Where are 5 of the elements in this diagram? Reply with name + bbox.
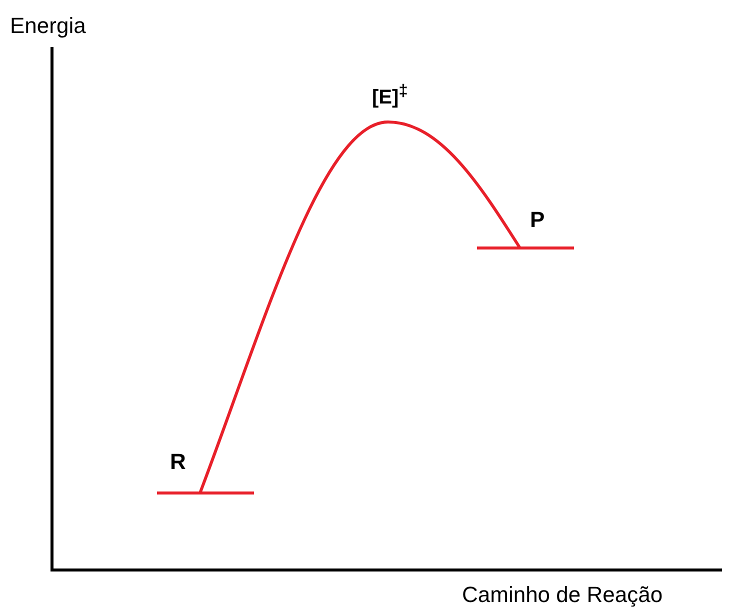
axis-label: Caminho de Reação: [462, 583, 663, 608]
level-label: R: [170, 450, 186, 474]
level-label: P: [530, 208, 545, 232]
axis-label: Energia: [10, 14, 86, 38]
peak-label: [E]$^{‡}$: [372, 82, 408, 109]
